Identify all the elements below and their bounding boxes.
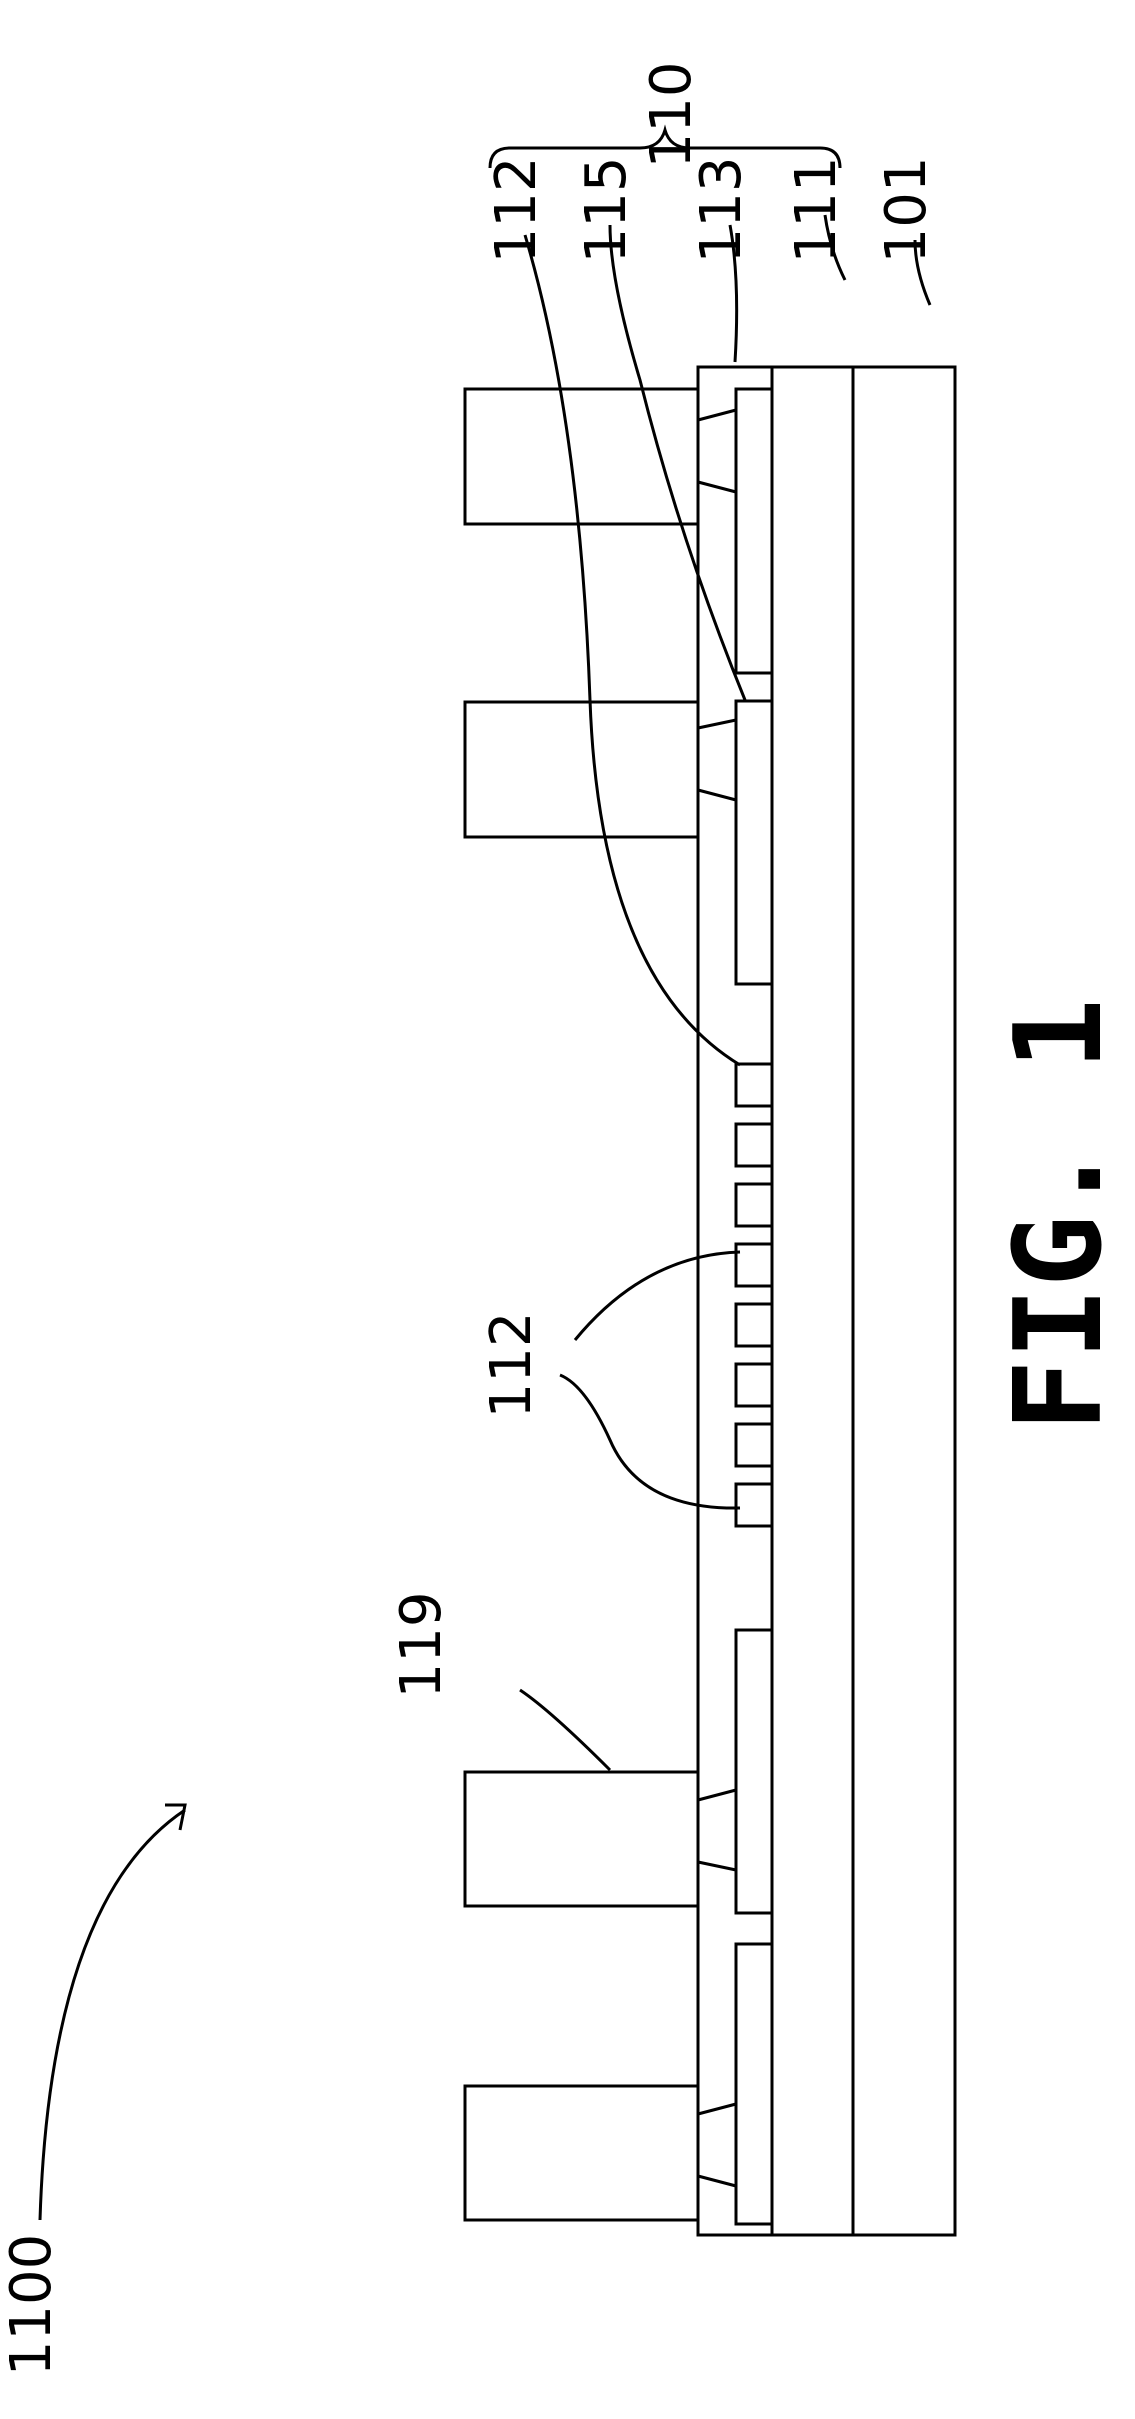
small-pad-112-e	[736, 1304, 772, 1346]
small-pad-112-c	[736, 1184, 772, 1226]
pad-1	[736, 389, 772, 673]
small-pad-112-a	[736, 1064, 772, 1106]
label-119: 119	[389, 1592, 454, 1699]
label-112-top: 112	[484, 157, 549, 264]
figure-caption: FIG. 1	[990, 998, 1129, 1431]
pad-4	[736, 1944, 772, 2224]
label-112-group: 112	[479, 1312, 544, 1419]
pad-2	[736, 701, 772, 984]
label-110: 110	[639, 62, 704, 169]
bump-2	[465, 702, 698, 837]
small-pad-112-d	[736, 1244, 772, 1286]
label-111: 111	[784, 157, 849, 264]
label-115: 115	[574, 157, 639, 264]
bump-1	[465, 389, 698, 524]
bump-4	[465, 2086, 698, 2220]
small-pad-112-f	[736, 1364, 772, 1406]
label-101: 101	[874, 157, 939, 264]
label-113: 113	[689, 157, 754, 264]
label-1100: 1100	[0, 2234, 64, 2377]
bump-119	[465, 1772, 698, 1906]
pad-3	[736, 1630, 772, 1913]
small-pad-112-b	[736, 1124, 772, 1166]
substrate-101	[853, 367, 955, 2235]
small-pad-112-g	[736, 1424, 772, 1466]
layer-111	[772, 367, 853, 2235]
small-pad-112-h	[736, 1484, 772, 1526]
